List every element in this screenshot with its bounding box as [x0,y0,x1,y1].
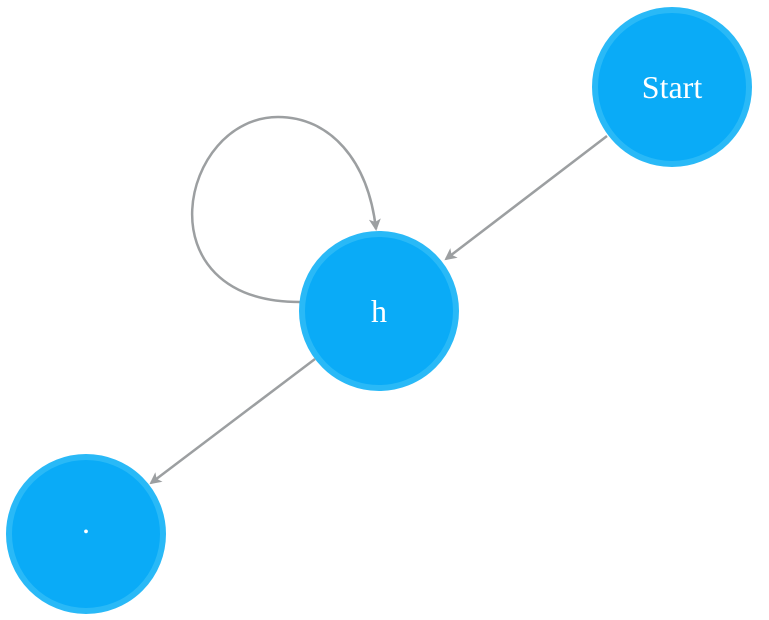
node-start[interactable]: Start [592,7,752,167]
node-start-circle [592,7,752,167]
node-h-circle [299,231,459,391]
node-dot-label: . [82,504,90,540]
edge-h-to-dot [149,358,316,485]
node-dot-circle [6,454,166,614]
node-h[interactable]: h [299,231,459,391]
node-start-label: Start [642,69,703,105]
node-dot[interactable]: . [6,454,166,614]
edge-h-self-loop [191,115,381,304]
edge-start-to-h [444,135,608,261]
edges [149,115,608,485]
node-h-label: h [371,293,387,329]
